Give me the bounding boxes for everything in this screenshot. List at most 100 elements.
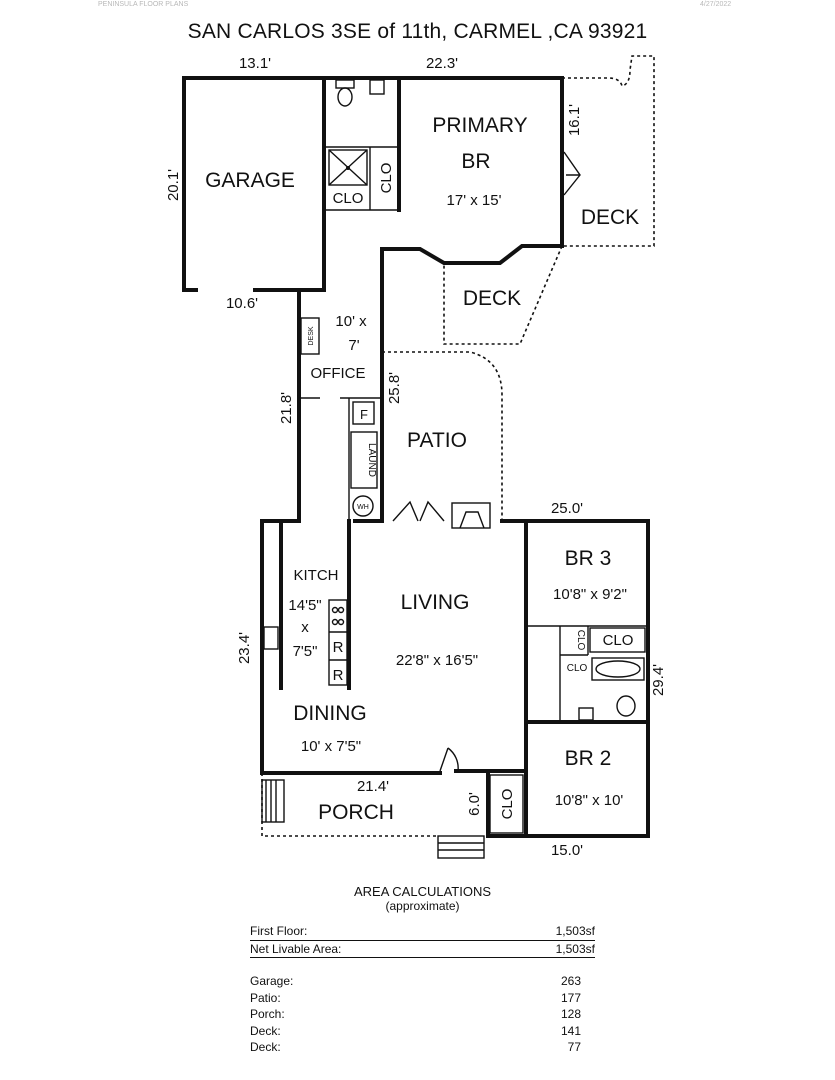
room-kitchen-size-3: 7'5": [293, 643, 318, 660]
kitchen-sink-icon: [263, 626, 279, 650]
patio-door-icon: [392, 500, 445, 522]
room-living-size: 22'8" x 16'5": [396, 652, 478, 669]
toilet-tank-icon: [335, 79, 355, 89]
furnace-label: F: [360, 407, 368, 422]
dim-primary-height: 16.1': [566, 104, 583, 136]
room-dining-size: 10' x 7'5": [301, 738, 361, 755]
area-row: Deck: 141: [250, 1023, 595, 1040]
room-porch: PORCH: [318, 801, 394, 824]
company-name: PENINSULA FLOOR PLANS: [98, 1, 189, 8]
furnace-box: [352, 401, 375, 425]
room-primary-line2: BR: [461, 150, 490, 173]
hall-closet-label: CLO: [575, 630, 586, 651]
area-row-label: Patio:: [250, 990, 281, 1005]
dim-hall-length: 21.8': [278, 392, 295, 424]
patio-outline: [382, 351, 503, 521]
room-primary-size: 17' x 15': [447, 192, 502, 209]
first-floor-value: 1,503sf: [555, 924, 595, 938]
wall-garage-east: [253, 76, 326, 292]
area-row: Garage: 263: [250, 973, 595, 990]
wall-east-south: [454, 519, 650, 838]
rear-deck-outline: [443, 245, 563, 345]
br2-closet-label: CLO: [499, 789, 516, 820]
room-garage: GARAGE: [205, 169, 295, 192]
wall-north-and-primary: [182, 76, 564, 523]
area-row-value: 77: [567, 1040, 581, 1054]
walls: [182, 76, 650, 838]
dim-porch-depth: 6.0': [466, 792, 483, 816]
net-livable-label: Net Livable Area:: [250, 941, 342, 956]
area-row-label: Deck:: [250, 1023, 281, 1038]
area-row: Porch: 128: [250, 1006, 595, 1023]
dim-patio-length: 25.8': [386, 372, 403, 404]
interior-lines: [299, 146, 648, 722]
dimension-labels: 13.1' 22.3' 16.1' 20.1' 10.6' 21.8' 25.8…: [165, 55, 667, 859]
page-title: SAN CARLOS 3SE of 11th, CARMEL ,CA 93921: [187, 20, 648, 43]
room-kitchen: KITCH: [294, 567, 339, 584]
area-row-value: 177: [560, 990, 581, 1005]
front-steps-icon: [437, 835, 485, 859]
fireplace-icon: [451, 502, 491, 529]
primary-closet-label: CLO: [333, 190, 364, 207]
dim-bottom-width: 15.0': [551, 842, 583, 859]
area-row-label: Deck:: [250, 1040, 281, 1054]
dim-top-right: 22.3': [426, 55, 458, 72]
linen-closet-label: CLO: [567, 663, 588, 674]
room-living: LIVING: [401, 591, 470, 614]
net-livable-value: 1,503sf: [555, 941, 595, 956]
room-office-size-1: 10' x: [335, 313, 367, 330]
primary-closet-2-label: CLO: [378, 163, 395, 194]
room-br2: BR 2: [565, 747, 612, 770]
water-heater-icon: [352, 495, 374, 517]
area-row-label: Garage:: [250, 974, 294, 988]
room-office-size-2: 7': [348, 337, 359, 354]
room-kitchen-size-2: x: [301, 619, 309, 636]
area-row-label: Porch:: [250, 1007, 285, 1021]
wall-west-wing: [260, 288, 442, 775]
room-deck-rear: DECK: [463, 287, 521, 310]
area-row-value: 128: [560, 1007, 581, 1021]
first-floor-label: First Floor:: [250, 924, 308, 938]
fridge-label-2: R: [333, 667, 344, 684]
room-patio: PATIO: [407, 429, 467, 452]
shower-icon: [328, 149, 368, 186]
laundry-label: LAUND: [366, 443, 377, 477]
desk-label: DESK: [308, 326, 315, 345]
room-primary-line1: PRIMARY: [432, 114, 527, 137]
dim-top-left: 13.1': [239, 55, 271, 72]
fridge-label-1: R: [333, 639, 344, 656]
area-row: Deck: 77: [250, 1039, 595, 1056]
first-floor-row: First Floor: 1,503sf: [250, 923, 595, 941]
bath-sink-icon: [578, 707, 594, 721]
dim-garage-height: 20.1': [165, 169, 182, 201]
area-row-value: 263: [560, 974, 581, 988]
room-br3-size: 10'8" x 9'2": [553, 586, 627, 603]
fixtures: [261, 79, 646, 859]
plan-date: 4/27/2022: [700, 1, 732, 8]
wall-garage-west: [182, 76, 198, 292]
dim-east-height: 29.4': [650, 664, 667, 696]
br3-closet-label: CLO: [603, 632, 634, 649]
area-row-value: 141: [560, 1023, 581, 1038]
front-door-icon: [439, 747, 459, 772]
room-br3: BR 3: [565, 547, 612, 570]
laundry-box: [350, 431, 378, 489]
room-dining: DINING: [293, 702, 367, 725]
bathtub-icon: [591, 657, 645, 681]
bath-toilet-icon: [616, 695, 636, 717]
room-br2-size: 10'8" x 10': [555, 792, 624, 809]
dim-porch-width: 21.4': [357, 778, 389, 795]
room-office: OFFICE: [311, 365, 366, 382]
net-livable-row: Net Livable Area: 1,503sf: [250, 941, 595, 958]
water-heater-label: WH: [357, 504, 369, 511]
room-deck-primary: DECK: [581, 206, 639, 229]
deck-door-icon: [563, 151, 581, 196]
floor-plan: GARAGE PRIMARY BR 17' x 15' DECK DECK 10…: [165, 55, 667, 859]
range-and-fridge: [328, 599, 348, 686]
fixture-labels: CLO CLO DESK F LAUND WH R R CLO CLO CLO …: [308, 163, 633, 820]
dim-east-wing-width: 25.0': [551, 500, 583, 517]
area-calculations: AREA CALCULATIONS (approximate) First Fl…: [250, 884, 595, 1056]
room-kitchen-size-1: 14'5": [288, 597, 321, 614]
room-labels: GARAGE PRIMARY BR 17' x 15' DECK DECK 10…: [205, 114, 639, 824]
sink-icon: [369, 79, 385, 95]
